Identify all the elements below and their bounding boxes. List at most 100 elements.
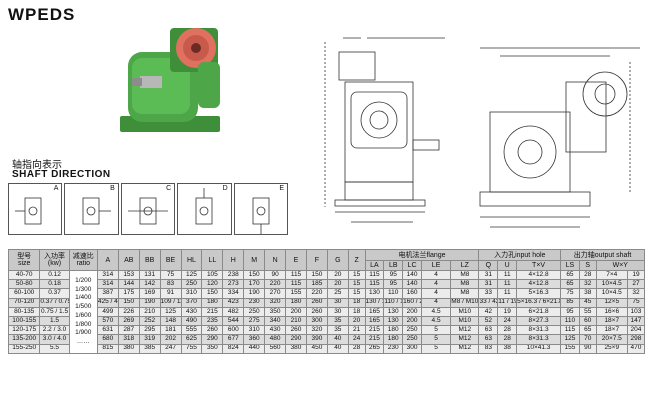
cell-input: 5×16.3 [516,288,562,299]
cell-dimension: 150 [117,297,140,308]
cell-dimension: 230 [243,297,266,308]
cell-dimension: 181 [159,325,182,336]
cell-dimension: 150 [201,288,224,299]
cell-dimension: 30 [326,297,349,308]
cell-dimension: 350 [264,306,287,317]
cell-flange: 165 [364,315,385,327]
cell-output: 32 [578,279,597,290]
cell-dimension: 273 [222,279,245,290]
cell-input: 11 [497,269,518,281]
cell-dimension: 310 [243,325,266,336]
shaft-direction-d: D [177,183,232,235]
cell-flange: 4 [420,269,452,281]
cell-power: 0.18 [39,279,70,290]
cell-flange: 5 [420,334,452,345]
cell-dimension: 260 [305,297,328,308]
cell-dimension: 275 [243,315,266,327]
cell-dimension: 755 [180,343,203,354]
cell-output: 10×4.5 [595,288,628,299]
cell-output: 20×7.5 [595,334,628,345]
flange-group-header: 电机法兰flange [364,249,480,261]
shaft-direction-label-cn: 轴指向表示 [12,160,62,171]
cell-flange: 110 / 130 [383,297,404,308]
flange-col-header: LA [364,260,385,271]
cell-input: 33 [478,288,499,299]
cell-flange: M12 [450,343,480,354]
cell-flange: 140 [402,269,422,281]
cell-dimension: 131 [138,269,161,281]
cell-output: 147 [626,315,646,327]
cell-flange: 4.5 [420,306,452,317]
shaft-direction-b: B [64,183,119,235]
col-header-ratio: 减速比 ratio [68,249,98,271]
gearbox-photo [120,28,220,132]
cell-output: 470 [626,343,646,354]
cell-size: 70-120 [7,297,41,308]
cell-output: 155 [560,343,580,354]
cell-dimension: 340 [264,315,287,327]
cell-dimension: 320 [264,297,287,308]
cell-input: 10×41.3 [516,343,562,354]
cell-output: 16×6 [595,306,628,317]
output-col-header: S [578,260,597,271]
cell-output: 7×4 [595,269,628,281]
cell-flange: 250 [402,325,422,336]
cell-dimension: 105 [201,269,224,281]
cell-flange: 265 [364,343,385,354]
cell-dimension: 20 [347,315,366,327]
cell-dimension: 190 [138,297,161,308]
cell-output: 18×7 [595,325,628,336]
cell-dimension: 200 [285,306,307,317]
cell-dimension: 287 [117,325,140,336]
cell-size: 60-100 [7,288,41,299]
cell-dimension: 600 [222,325,245,336]
cell-dimension: 220 [305,288,328,299]
cell-flange: 160 / 200 [402,297,422,308]
input-col-header: U [497,260,518,271]
cell-dimension: 480 [264,334,287,345]
cell-dimension: 360 [243,334,266,345]
cell-output: 125 [560,334,580,345]
cell-flange: 180 [383,334,404,345]
cell-output: 85 [560,297,580,308]
cell-dimension: 334 [222,288,245,299]
cell-input: 24 [497,315,518,327]
cell-output: 70 [578,334,597,345]
cell-dimension: 180 [201,297,224,308]
cell-output: 60 [578,315,597,327]
shaft-direction-e: E [233,183,289,235]
cell-dimension: 269 [117,315,140,327]
cell-output: 32 [626,288,646,299]
cell-dimension: 202 [159,334,182,345]
cell-dimension: 450 [305,343,328,354]
cell-dimension: 260 [201,325,224,336]
cell-dimension: 153 [117,269,140,281]
cell-input: 63 [478,334,499,345]
output-group-header: 出力轴output shaft [560,249,645,261]
cell-flange: 180 [383,325,404,336]
cell-flange: M8 / M10 [450,297,480,308]
cell-dimension: 544 [222,315,245,327]
cell-dimension: 385 [138,343,161,354]
ratio-value: 1/800 [75,320,92,328]
cell-output: 65 [578,325,597,336]
col-header: M [243,249,266,271]
cell-dimension: 210 [285,315,307,327]
cell-input: 31 [478,279,499,290]
cell-input: 28 [497,325,518,336]
cell-dimension: 115 [285,279,307,290]
cell-flange: M10 [450,306,480,317]
cell-output: 10×4.5 [595,279,628,290]
cell-dimension: 440 [243,343,266,354]
page-title: WPEDS [8,5,76,24]
cell-dimension: 300 [305,315,328,327]
col-header: HL [180,249,203,271]
cell-flange: 200 [402,306,422,317]
cell-output: 18×7 [595,315,628,327]
cell-dimension: 180 [285,297,307,308]
